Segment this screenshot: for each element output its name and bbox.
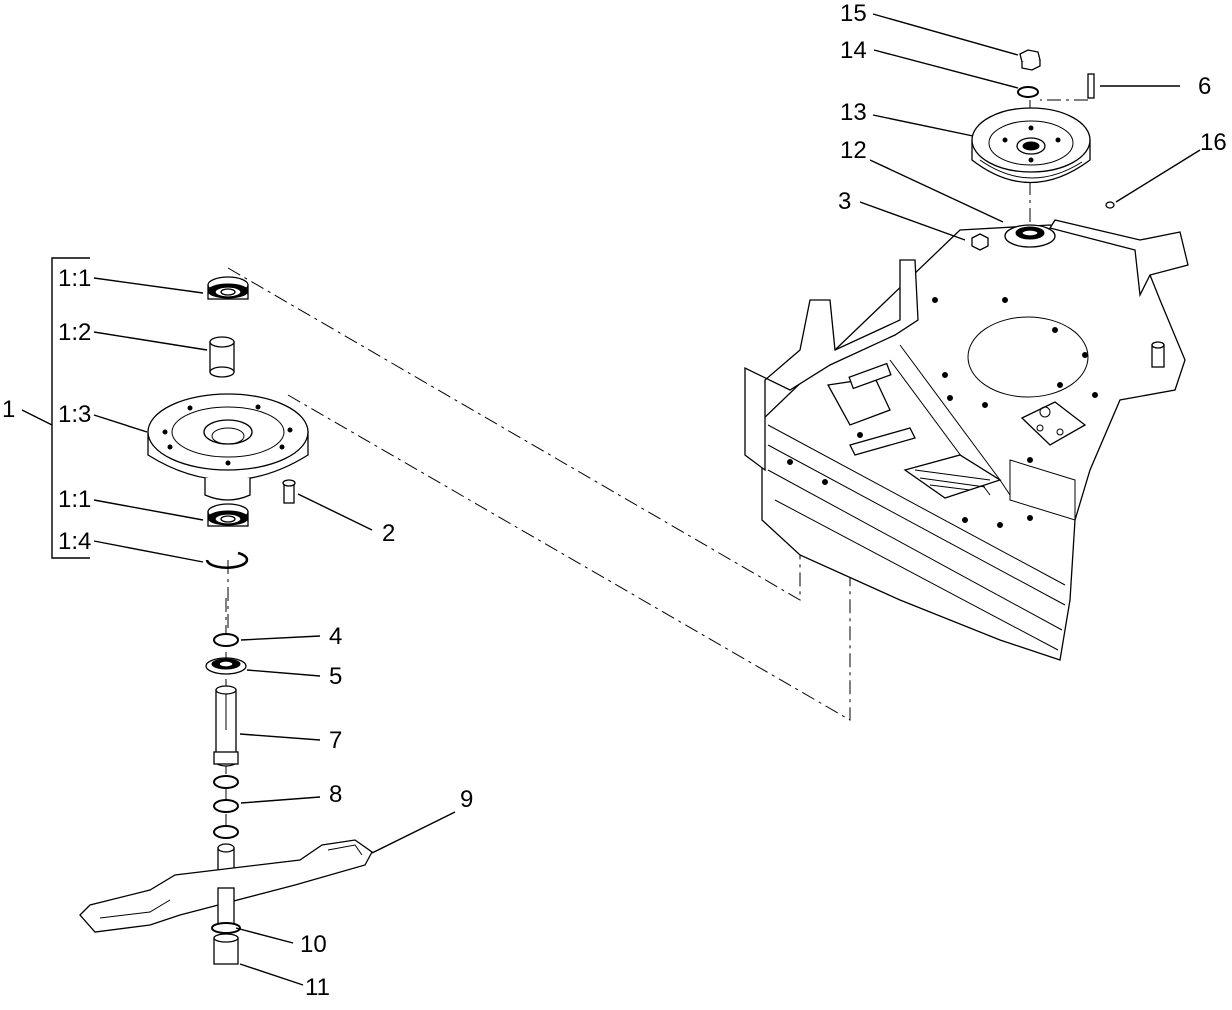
callout-3: 3 bbox=[838, 188, 851, 215]
spindle-assembly bbox=[79, 276, 373, 965]
washer-14 bbox=[1017, 86, 1039, 98]
key bbox=[1087, 73, 1095, 99]
bearing-upper bbox=[207, 276, 249, 300]
washer-4 bbox=[213, 633, 239, 647]
flange-nut bbox=[971, 233, 989, 251]
callout-1-1-lower: 1:1 bbox=[58, 486, 91, 513]
callout-14: 14 bbox=[840, 37, 867, 64]
spindle-shaft bbox=[213, 685, 239, 767]
callout-11: 11 bbox=[305, 974, 330, 1001]
leader-lines bbox=[93, 13, 1201, 986]
seal bbox=[205, 657, 247, 675]
callout-9: 9 bbox=[460, 786, 473, 813]
spacer bbox=[209, 336, 235, 378]
bearing-12 bbox=[1004, 224, 1056, 248]
callout-1: 1 bbox=[2, 396, 15, 423]
set-screw bbox=[1105, 201, 1115, 209]
pulley-assembly bbox=[971, 49, 1115, 251]
bolt bbox=[282, 479, 296, 504]
callout-4: 4 bbox=[329, 623, 342, 650]
callout-8: 8 bbox=[329, 781, 342, 808]
nut bbox=[1019, 49, 1041, 71]
callout-7: 7 bbox=[329, 727, 342, 754]
washers-8 bbox=[213, 775, 239, 839]
callout-1-1-upper: 1:1 bbox=[58, 265, 91, 292]
retaining-ring bbox=[205, 551, 249, 569]
callout-6: 6 bbox=[1198, 73, 1211, 100]
callout-15: 15 bbox=[840, 0, 867, 27]
callout-2: 2 bbox=[382, 520, 395, 547]
callout-16: 16 bbox=[1200, 129, 1227, 156]
callout-12: 12 bbox=[840, 137, 867, 164]
spindle-housing bbox=[147, 393, 309, 501]
callout-5: 5 bbox=[329, 663, 342, 690]
callout-1-2: 1:2 bbox=[58, 319, 91, 346]
pulley bbox=[971, 107, 1091, 184]
blade bbox=[79, 839, 373, 933]
bearing-lower bbox=[207, 503, 249, 527]
assembly-bracket bbox=[51, 257, 90, 559]
blade-bolt bbox=[211, 887, 241, 965]
callout-10: 10 bbox=[300, 931, 327, 958]
callout-1-4: 1:4 bbox=[58, 528, 91, 555]
callout-13: 13 bbox=[840, 99, 867, 126]
mower-deck bbox=[744, 219, 1189, 661]
callout-1-3: 1:3 bbox=[58, 401, 91, 428]
